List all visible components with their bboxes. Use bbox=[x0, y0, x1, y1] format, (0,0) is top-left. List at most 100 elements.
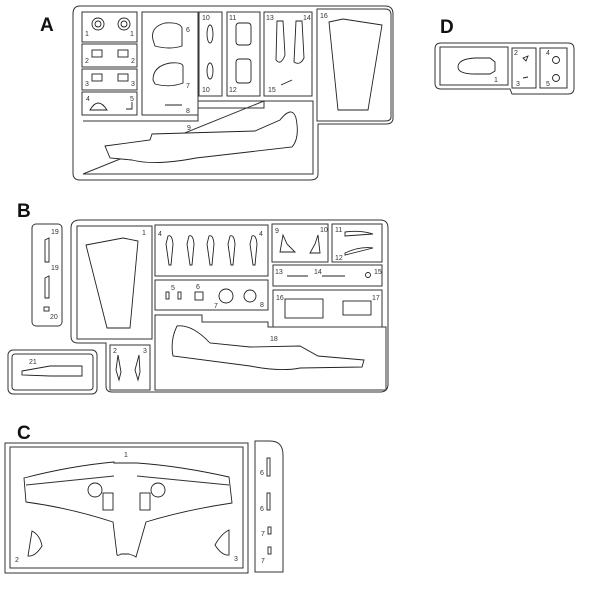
part-number-label: 3 bbox=[131, 81, 135, 88]
part-a12 bbox=[235, 58, 252, 84]
part-b5 bbox=[165, 291, 170, 300]
part-number-label: 6 bbox=[186, 27, 190, 34]
part-c3 bbox=[214, 529, 230, 556]
part-a1-wheels bbox=[91, 17, 131, 31]
part-b16 bbox=[284, 298, 324, 319]
part-b1-rudder bbox=[85, 237, 139, 329]
part-a7 bbox=[152, 62, 184, 87]
part-number-label: 3 bbox=[85, 81, 89, 88]
part-number-label: 9 bbox=[187, 125, 191, 132]
part-a16-rudder bbox=[328, 18, 383, 111]
part-number-label: 6 bbox=[260, 506, 264, 513]
part-number-label: 12 bbox=[335, 255, 343, 262]
part-number-label: 3 bbox=[143, 348, 147, 355]
part-b19-upper bbox=[44, 237, 50, 263]
sprue-d-frame bbox=[434, 42, 575, 95]
part-a6 bbox=[152, 22, 183, 49]
part-b17 bbox=[342, 300, 372, 316]
sprue-c-frame bbox=[4, 442, 249, 574]
part-number-label: 4 bbox=[158, 231, 162, 238]
sprue-c-side-frame bbox=[254, 440, 284, 573]
part-number-label: 19 bbox=[51, 265, 59, 272]
part-c1-wheelwell-right bbox=[150, 482, 166, 498]
part-b15 bbox=[365, 272, 371, 278]
part-labels-a: 1 1 2 2 3 3 4 5 6 7 8 10 10 11 12 13 14 … bbox=[85, 13, 328, 132]
part-b4-blades bbox=[165, 235, 258, 266]
sprue-a-frame bbox=[72, 5, 394, 181]
part-number-label: 1 bbox=[124, 452, 128, 459]
part-b10 bbox=[309, 234, 321, 254]
part-number-label: 14 bbox=[314, 269, 322, 276]
sprue-c: C 1 2 3 6 6 7 7 bbox=[4, 423, 284, 574]
part-number-label: 18 bbox=[270, 336, 278, 343]
part-number-label: 6 bbox=[196, 284, 200, 291]
part-number-label: 1 bbox=[142, 230, 146, 237]
part-number-label: 4 bbox=[259, 231, 263, 238]
part-number-label: 11 bbox=[335, 227, 342, 234]
part-b2 bbox=[115, 354, 122, 382]
part-c6-lower bbox=[266, 492, 271, 511]
part-a11 bbox=[235, 22, 252, 46]
part-number-label: 8 bbox=[186, 108, 190, 115]
sprue-b-side-frame bbox=[31, 223, 63, 327]
part-number-label: 17 bbox=[372, 295, 380, 302]
part-b3 bbox=[134, 354, 141, 382]
part-number-label: 6 bbox=[260, 470, 264, 477]
part-number-label: 14 bbox=[303, 15, 311, 22]
part-number-label: 5 bbox=[130, 96, 134, 103]
part-number-label: 15 bbox=[374, 269, 382, 276]
sprue-d: D 1 2 3 4 5 bbox=[434, 17, 575, 95]
part-a14 bbox=[293, 20, 305, 64]
part-number-label: 3 bbox=[234, 556, 238, 563]
part-number-label: 1 bbox=[130, 31, 134, 38]
sprue-b-frame bbox=[70, 219, 389, 393]
part-labels-b: 19 19 20 21 1 4 4 9 10 11 12 13 14 15 5 … bbox=[29, 227, 382, 366]
part-number-label: 7 bbox=[214, 303, 218, 310]
part-b7 bbox=[218, 288, 234, 304]
part-labels-c: 1 2 3 6 6 7 7 bbox=[15, 452, 265, 565]
part-b20 bbox=[43, 306, 50, 312]
part-b19-lower bbox=[44, 275, 50, 299]
part-c1-wheelwell-left bbox=[87, 482, 103, 498]
part-number-label: 2 bbox=[85, 58, 89, 65]
part-c7-upper bbox=[267, 526, 272, 535]
part-a15 bbox=[280, 79, 293, 86]
part-a13 bbox=[275, 20, 286, 63]
sprue-a: A 1 1 2 2 3 3 bbox=[40, 5, 394, 181]
part-number-label: 8 bbox=[260, 302, 264, 309]
part-number-label: 12 bbox=[229, 87, 237, 94]
part-number-label: 1 bbox=[85, 31, 89, 38]
part-number-label: 4 bbox=[546, 50, 550, 57]
part-number-label: 21 bbox=[29, 359, 37, 366]
part-number-label: 16 bbox=[276, 295, 284, 302]
sprue-b-21-frame bbox=[7, 349, 98, 395]
part-b8 bbox=[243, 289, 257, 303]
part-a5 bbox=[126, 102, 133, 110]
part-c7-lower bbox=[267, 546, 272, 555]
part-number-label: 1 bbox=[494, 77, 498, 84]
part-b5b bbox=[177, 291, 182, 300]
part-a10-top bbox=[206, 24, 214, 44]
sprue-b: B bbox=[7, 201, 389, 395]
part-number-label: 7 bbox=[261, 558, 265, 565]
part-number-label: 2 bbox=[514, 50, 518, 57]
part-number-label: 10 bbox=[202, 87, 210, 94]
part-b18-fuselage bbox=[171, 325, 365, 371]
part-a2-a3 bbox=[91, 49, 129, 82]
sprue-letter-b: B bbox=[17, 201, 31, 222]
part-a10-bottom bbox=[206, 62, 214, 80]
part-number-label: 2 bbox=[15, 557, 19, 564]
part-number-label: 10 bbox=[320, 227, 328, 234]
part-number-label: 20 bbox=[50, 314, 58, 321]
part-d3 bbox=[522, 76, 529, 79]
part-b12 bbox=[344, 247, 374, 256]
part-d2 bbox=[522, 55, 529, 62]
part-number-label: 9 bbox=[275, 228, 279, 235]
sprue-letter-c: C bbox=[17, 423, 31, 444]
part-b6 bbox=[194, 291, 204, 301]
part-d1-canopy bbox=[457, 57, 496, 75]
part-number-label: 19 bbox=[51, 229, 59, 236]
part-number-label: 10 bbox=[202, 15, 210, 22]
part-b21 bbox=[21, 365, 83, 377]
part-number-label: 15 bbox=[268, 87, 276, 94]
